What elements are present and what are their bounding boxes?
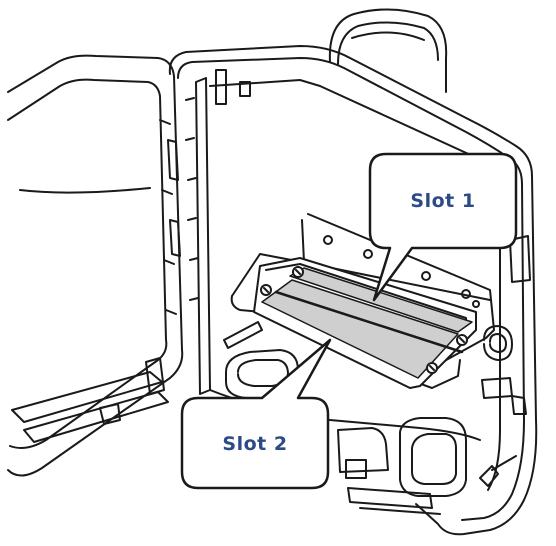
slot-2-label: Slot 2	[222, 433, 287, 455]
open-door	[7, 54, 184, 477]
slot-1-label: Slot 1	[410, 190, 475, 212]
slot-2-callout	[180, 338, 332, 490]
slot-1-callout	[368, 152, 518, 302]
thumbscrews	[260, 266, 468, 374]
card-divider-line	[274, 290, 464, 354]
